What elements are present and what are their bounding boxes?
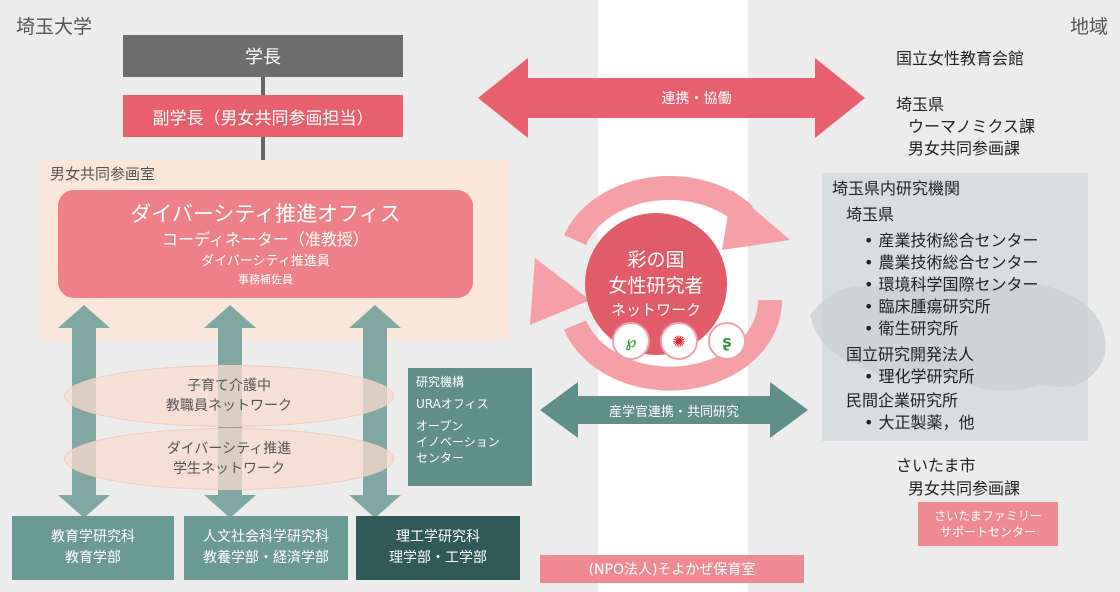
private-institutes-label: 民間企業研究所 <box>846 391 959 410</box>
list-item: • 産業技術総合センター <box>864 231 1039 250</box>
open-innovation-line3: センター <box>416 451 465 465</box>
cycle-arrow-bottom <box>563 299 783 391</box>
womanomics-division: ウーマノミクス課 <box>908 117 1036 136</box>
leaf-logo-icon: ℘ <box>612 322 650 360</box>
list-item: • 大正製薬，他 <box>864 413 975 432</box>
vice-president-box: 副学長（男女共同参画担当） <box>123 95 403 137</box>
network-logos: ℘ ✺ ʂ <box>612 322 746 360</box>
swirl-logo-icon: ʂ <box>708 322 746 360</box>
network-line1: 彩の国 <box>627 249 685 271</box>
faculty-line1: 教育学研究科 <box>51 529 135 545</box>
office-title: ダイバーシティ推進オフィス <box>130 202 401 226</box>
faculty-line2: 理学部・工学部 <box>389 550 487 566</box>
support-line1: さいたまファミリー <box>934 509 1042 523</box>
saitama-city: さいたま市 <box>896 456 976 475</box>
student-network-line1: ダイバーシティ推進 <box>166 441 292 457</box>
cycle-arrowhead-top <box>722 190 790 250</box>
pref-institutes-label: 埼玉県 <box>846 205 895 224</box>
list-item: • 衛生研究所 <box>864 319 959 338</box>
collab-arrow <box>478 58 865 138</box>
list-item: • 臨床腫瘍研究所 <box>864 297 991 316</box>
network-line3: ネットワーク <box>610 301 701 319</box>
gender-equality-room-label: 男女共同参画室 <box>50 165 156 183</box>
cycle-arrow-top <box>564 175 754 246</box>
office-coordinator: コーディネーター（准教授） <box>162 230 369 249</box>
faculty-line2: 教養学部・経済学部 <box>203 550 329 566</box>
women-education-hall: 国立女性教育会館 <box>896 49 1025 68</box>
region-label: 地域 <box>1069 16 1108 38</box>
student-network-ellipse: ダイバーシティ推進 学生ネットワーク <box>64 428 394 490</box>
industry-arrow <box>540 382 808 438</box>
saitama-prefecture: 埼玉県 <box>896 95 945 114</box>
student-network-line2: 学生ネットワーク <box>173 461 285 477</box>
list-item: • 理化学研究所 <box>864 367 975 386</box>
saitama-women-researcher-network: 彩の国 女性研究者 ネットワーク <box>585 213 727 355</box>
ura-office: URAオフィス <box>416 397 489 411</box>
staff-network-line2: 教職員ネットワーク <box>166 398 292 414</box>
connector-line <box>261 137 265 160</box>
open-innovation-line1: オープン <box>416 419 464 433</box>
staff-network-ellipse: 子育て介護中 教職員ネットワーク <box>64 365 394 427</box>
network-line2: 女性研究者 <box>608 275 704 297</box>
faculty-line1: 理工学研究科 <box>396 529 480 545</box>
open-innovation-line2: イノベーション <box>416 435 500 449</box>
faculty-box-education: 教育学研究科 教育学部 <box>12 516 174 580</box>
faculty-arrow-1 <box>58 305 110 518</box>
pref-institutes-list: • 産業技術総合センター • 農業技術総合センター • 環境科学国際センター •… <box>864 230 1039 340</box>
faculty-arrow-3 <box>349 305 401 518</box>
office-promoter: ダイバーシティ推進員 <box>201 254 330 269</box>
sun-logo-icon: ✺ <box>660 322 698 360</box>
research-org-title: 研究機構 <box>416 375 465 389</box>
connector-line <box>261 77 265 95</box>
cycle-arrowhead-bottom <box>530 258 590 325</box>
faculty-box-humanities: 人文社会科学研究科 教養学部・経済学部 <box>184 516 348 580</box>
support-line2: サポートセンター <box>939 525 1036 539</box>
family-support-center-box: さいたまファミリー サポートセンター <box>918 502 1058 546</box>
staff-network-line1: 子育て介護中 <box>187 378 271 394</box>
office-assistant: 事務補佐員 <box>238 273 293 286</box>
list-item: • 農業技術総合センター <box>864 253 1039 272</box>
faculty-box-science-engineering: 理工学研究科 理学部・工学部 <box>356 516 520 580</box>
president-box: 学長 <box>123 35 403 77</box>
nursery-box: (NPO法人)そよかぜ保育室 <box>540 555 804 583</box>
prefecture-gender-division: 男女共同参画課 <box>908 139 1021 158</box>
institutes-title: 埼玉県内研究機関 <box>832 179 961 198</box>
faculty-line1: 人文社会科学研究科 <box>203 529 329 545</box>
industry-arrow-label: 産学官連携・共同研究 <box>608 404 739 420</box>
saitama-map-silhouette <box>810 276 1106 391</box>
research-organization-box: 研究機構 URAオフィス オープン イノベーション センター <box>408 368 532 486</box>
diversity-office-box: ダイバーシティ推進オフィス コーディネーター（准教授） ダイバーシティ推進員 事… <box>58 190 473 298</box>
collab-arrow-label: 連携・協働 <box>661 91 732 107</box>
faculty-line2: 教育学部 <box>65 550 121 566</box>
university-label: 埼玉大学 <box>16 16 93 38</box>
national-institutes-label: 国立研究開発法人 <box>846 345 975 364</box>
list-item: • 環境科学国際センター <box>864 275 1039 294</box>
city-gender-division: 男女共同参画課 <box>908 479 1021 498</box>
